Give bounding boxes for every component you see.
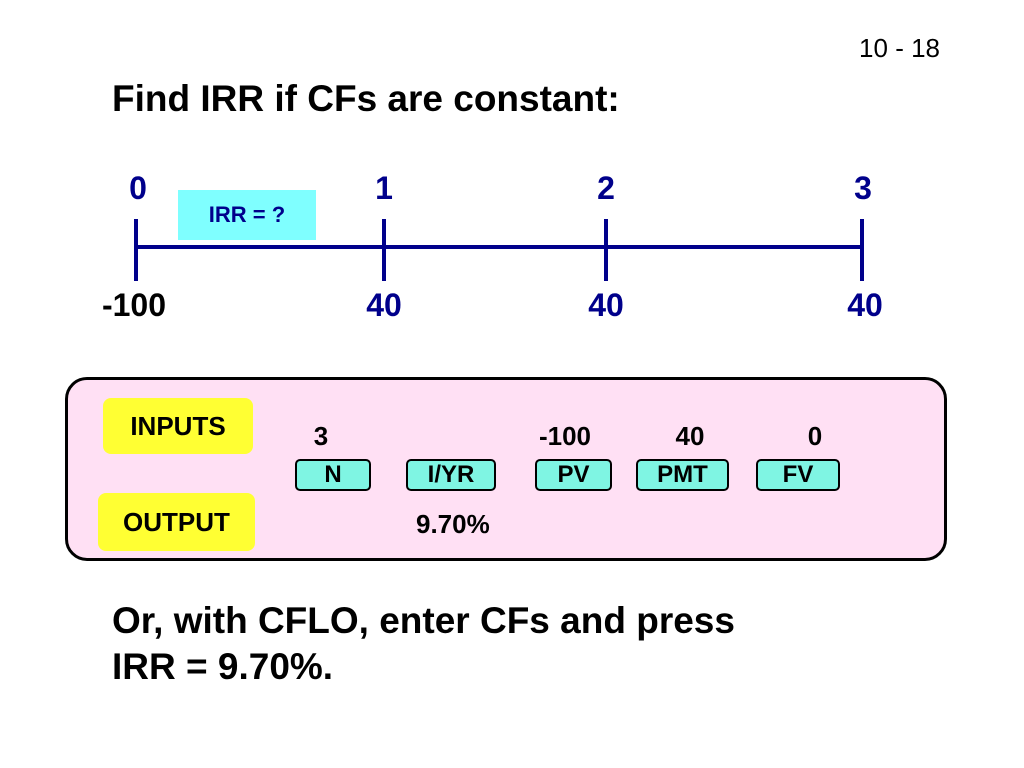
irr-question-box: IRR = ? (178, 190, 316, 240)
timeline-line (134, 219, 864, 281)
key-n[interactable]: N (295, 459, 371, 491)
footer-line-2: IRR = 9.70%. (112, 646, 334, 687)
cash-flow-2: 40 (588, 287, 624, 323)
period-1-label: 1 (375, 170, 393, 206)
input-value-pmt: 40 (675, 421, 705, 451)
input-value-n: 3 (313, 421, 329, 451)
key-i-yr[interactable]: I/YR (406, 459, 496, 491)
inputs-label: INPUTS (103, 398, 253, 454)
input-value-fv: 0 (807, 421, 823, 451)
period-0-label: 0 (129, 170, 147, 206)
cash-flow-1: 40 (366, 287, 402, 323)
input-value-pv: -100 (538, 421, 592, 451)
key-fv[interactable]: FV (756, 459, 840, 491)
cash-flow-0: -100 (101, 287, 167, 323)
output-value-iyr: 9.70% (416, 509, 490, 539)
footer-text: Or, with CFLO, enter CFs and press IRR =… (112, 598, 735, 690)
period-3-label: 3 (854, 170, 872, 206)
cash-flow-3: 40 (847, 287, 883, 323)
slide-number: 10 - 18 (859, 33, 940, 63)
footer-line-1: Or, with CFLO, enter CFs and press (112, 600, 735, 641)
key-pmt[interactable]: PMT (636, 459, 729, 491)
key-pv[interactable]: PV (535, 459, 612, 491)
period-2-label: 2 (597, 170, 615, 206)
slide-title: Find IRR if CFs are constant: (112, 78, 620, 119)
output-label: OUTPUT (98, 493, 255, 551)
